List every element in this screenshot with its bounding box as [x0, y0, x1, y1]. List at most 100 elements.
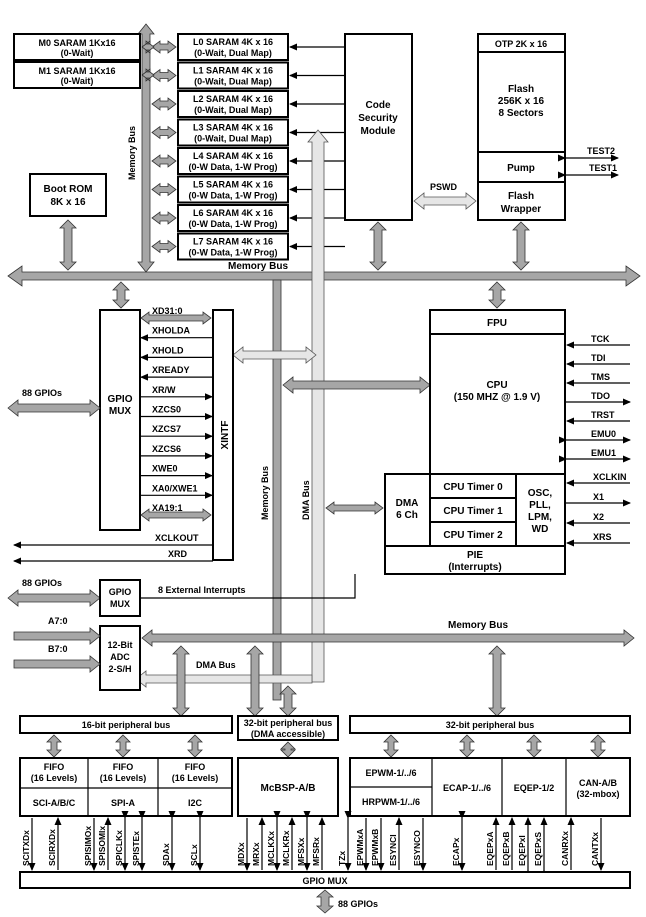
- l5-memory-bus-link: [151, 182, 177, 197]
- pin-label-17: ESYNCI: [388, 834, 398, 866]
- xintf-signal-10: XA19:1: [152, 503, 183, 513]
- l2-saram-block: [177, 90, 289, 118]
- osc-pin-3: XRS: [593, 532, 612, 542]
- periph32-link-3: [590, 734, 606, 758]
- fifo-sci-line2: (16 Levels): [31, 773, 78, 783]
- pin-label-14: TZx: [337, 851, 347, 866]
- osc-line4: WD: [532, 524, 549, 535]
- pin-label-8: MDXx: [236, 842, 246, 866]
- osc-pin-2: X2: [593, 512, 604, 522]
- cpu-line1: CPU: [486, 380, 507, 391]
- adc-line2: ADC: [110, 652, 130, 662]
- periph-bus-32-label: 32-bit peripheral bus: [446, 720, 535, 730]
- l0-saram-block: [177, 33, 289, 61]
- cpu-pin-1: TDI: [591, 353, 606, 363]
- boot-rom-sub: 8K x 16: [50, 197, 85, 208]
- gpio-mux-bottom: [19, 871, 631, 889]
- l6-memory-bus-link: [151, 211, 177, 225]
- can-line1: CAN-A/B: [579, 778, 617, 788]
- periph-bus-32-dma: [237, 715, 339, 741]
- l4-saram-block: [177, 147, 289, 175]
- spi-label: SPI-A: [111, 798, 136, 808]
- csm-line3: Module: [361, 126, 396, 137]
- dma-bus-horizontal-label: DMA Bus: [196, 660, 236, 670]
- cpu-line2: (150 MHZ @ 1.9 V): [454, 392, 540, 403]
- periph32-link-2: [526, 734, 542, 758]
- cpu-pin-5: EMU0: [591, 429, 616, 439]
- pin-label-18: ESYNCO: [412, 830, 422, 866]
- lower-bus-link-3: [279, 685, 297, 717]
- epwm-label: EPWM-1/../6: [365, 768, 416, 778]
- pin-label-11: MCLKRx: [281, 830, 291, 866]
- adc-b-label: B7:0: [48, 644, 68, 654]
- periph16-link-1: [115, 734, 131, 758]
- xintf-signal-lines: XD31:0XHOLDAXHOLDXREADYXR/WXZCS0XZCS7XZC…: [140, 306, 213, 513]
- pin-label-3: SPISOMIx: [97, 826, 107, 866]
- gpios-link-left: [7, 399, 101, 417]
- m0-sub: (0-Wait): [61, 48, 94, 58]
- l6-sub: (0-W Data, 1-W Prog): [189, 219, 278, 229]
- xintf-dma-link: [232, 346, 317, 364]
- xintf-cpu-link: [282, 376, 431, 394]
- mcbsp-block: [237, 757, 339, 817]
- osc-line3: LPM,: [528, 512, 552, 523]
- cpu-timer-0: [429, 473, 517, 499]
- dma-bus-horizontal: [135, 670, 313, 688]
- cpu-pin-3: TDO: [591, 391, 610, 401]
- gpio-mux-line2: MUX: [109, 406, 132, 417]
- dma-link: [325, 501, 384, 515]
- cpu-block: [429, 333, 566, 475]
- csm-line2: Security: [358, 113, 398, 124]
- xintf-signal-6: XZCS7: [152, 424, 181, 434]
- periph-bus-16: [19, 715, 233, 734]
- periph16-link-0: [46, 734, 62, 758]
- pin-label-23: EQEPxS: [533, 832, 543, 866]
- l5-sub: (0-W Data, 1-W Prog): [189, 191, 278, 201]
- l7-saram-block: [177, 232, 289, 261]
- pie-line2: (Interrupts): [448, 562, 501, 573]
- code-security-module: [344, 33, 413, 221]
- xd-bus: [140, 311, 212, 325]
- pin-label-15: EPWMxA: [355, 829, 365, 866]
- adc-line1: 12-Bit: [107, 640, 132, 650]
- fifo-i2c-line1: FIFO: [185, 762, 206, 772]
- l4-name: L4 SARAM 4K x 16: [193, 151, 273, 161]
- l2-sub: (0-Wait, Dual Map): [194, 105, 272, 115]
- pin-label-7: SCLx: [189, 844, 199, 866]
- dma-bus-vertical-label: DMA Bus: [301, 480, 311, 520]
- gpio-bus-link: [112, 281, 130, 309]
- flash-line1: Flash: [508, 84, 534, 95]
- l1-name: L1 SARAM 4K x 16: [193, 66, 273, 76]
- flash-bus-link: [512, 221, 530, 271]
- cpu-timer-0-label: CPU Timer 0: [443, 482, 503, 493]
- pin-label-16: EPWMxB: [370, 829, 380, 866]
- adc-line3: 2-S/H: [108, 664, 131, 674]
- pin-label-12: MFSXx: [296, 837, 306, 866]
- l4-memory-bus-link: [151, 154, 177, 168]
- periph-bus-16-label: 16-bit peripheral bus: [82, 720, 171, 730]
- m1-sub: (0-Wait): [61, 76, 94, 86]
- external-interrupts-line: [140, 574, 356, 599]
- adc-a-label: A7:0: [48, 616, 68, 626]
- l-saram-blocks: L0 SARAM 4K x 16(0-Wait, Dual Map)L1 SAR…: [141, 33, 345, 261]
- xintf-block: [212, 309, 234, 561]
- pin-label-25: CANTXx: [590, 832, 600, 866]
- l2-name: L2 SARAM 4K x 16: [193, 94, 273, 104]
- pin-label-21: EQEPxB: [501, 832, 511, 867]
- memory-bus-vertical-label: Memory Bus: [127, 126, 137, 180]
- periph32-link-0: [383, 734, 399, 758]
- flash-wrapper-line1: Flash: [508, 191, 534, 202]
- lower-bus-link-4: [488, 645, 506, 717]
- cpu-pin-4: TRST: [591, 410, 615, 420]
- periph32dma-link: [280, 741, 296, 758]
- ecap-label: ECAP-1/../6: [443, 783, 491, 793]
- l7-sub: (0-W Data, 1-W Prog): [189, 248, 278, 258]
- pump-label: Pump: [507, 163, 535, 174]
- serial-group: [19, 757, 233, 817]
- pin-label-24: CANRXx: [560, 831, 570, 866]
- osc-line1: OSC,: [528, 488, 553, 499]
- xintf-signal-7: XZCS6: [152, 444, 181, 454]
- dma-line1: DMA: [396, 498, 419, 509]
